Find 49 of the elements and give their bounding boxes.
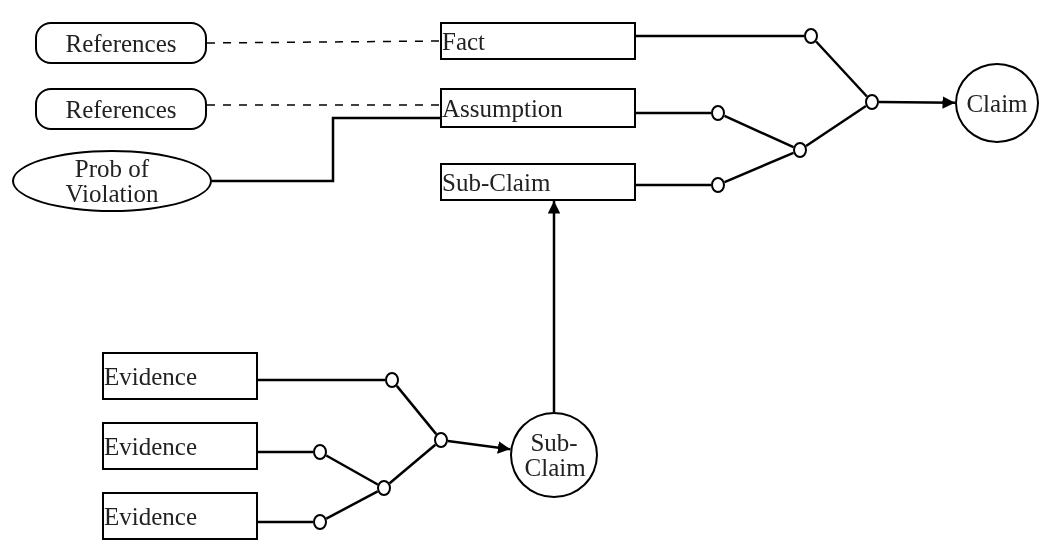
junction-circle	[377, 480, 391, 496]
connector-line	[325, 490, 379, 520]
process-box	[102, 352, 258, 400]
connector-line	[636, 111, 711, 115]
connector-line	[258, 450, 313, 454]
junction-circle	[804, 28, 818, 44]
connector-line	[258, 378, 385, 382]
node-label: Evidence	[104, 433, 197, 459]
node-label: Prob of Violation	[64, 156, 160, 206]
node-label: References	[65, 30, 177, 56]
connector-line	[724, 151, 794, 184]
connector-line	[724, 114, 794, 149]
process-box	[102, 492, 258, 540]
process-box	[440, 163, 636, 201]
node-label: Sub-Claim	[524, 430, 584, 480]
junction-circle	[385, 372, 399, 388]
connector-line	[395, 385, 438, 435]
junction-circle	[711, 177, 725, 193]
junction-circle	[711, 105, 725, 121]
rounded-box	[35, 88, 207, 130]
node-label: Evidence	[104, 363, 197, 389]
connector-line	[258, 520, 313, 524]
connector-line	[636, 183, 711, 187]
connector-line	[212, 116, 440, 183]
process-box	[440, 22, 636, 60]
process-box	[440, 88, 636, 128]
rounded-box	[35, 22, 207, 64]
dashed-line	[206, 40, 441, 44]
dashed-line	[206, 104, 441, 106]
connector-line	[325, 454, 379, 486]
node-label: Assumption	[442, 95, 563, 121]
arrow	[879, 96, 955, 109]
node-label: Claim	[966, 90, 1028, 116]
junction-circle	[313, 444, 327, 460]
node-label: References	[65, 96, 177, 122]
node-label: Fact	[442, 28, 486, 54]
node-label: Evidence	[104, 503, 197, 529]
junction-circle	[434, 432, 448, 448]
arrow	[547, 201, 561, 412]
connector-line	[815, 40, 868, 98]
junction-circle	[793, 142, 807, 158]
junction-circle	[313, 514, 327, 530]
connector-line	[388, 443, 437, 485]
arrow	[447, 439, 511, 454]
junction-circle	[865, 94, 879, 110]
process-box	[102, 422, 258, 470]
connector-line	[636, 34, 804, 38]
connector-line	[805, 105, 867, 147]
node-label: Sub-Claim	[442, 169, 551, 195]
